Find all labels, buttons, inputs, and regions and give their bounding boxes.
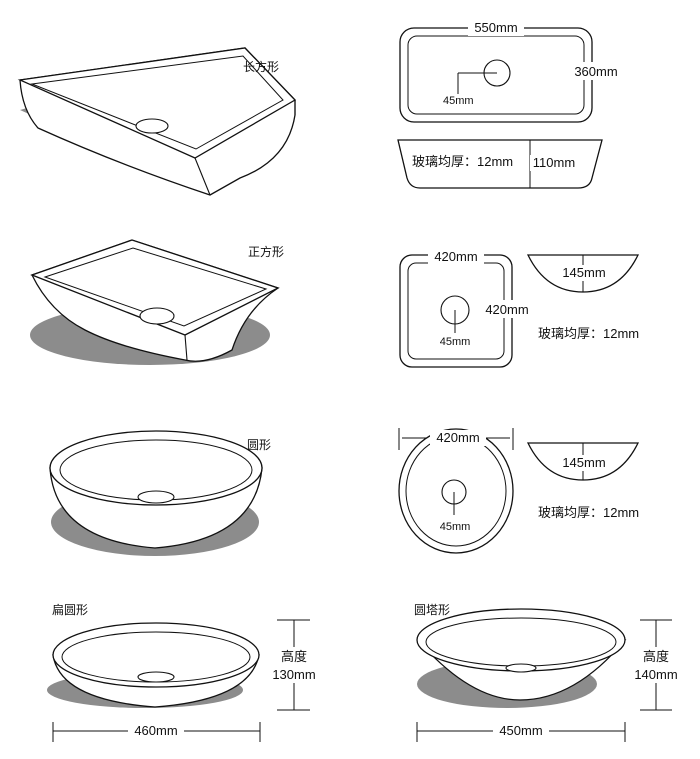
tower-round-sink-illustration (416, 608, 627, 708)
rectangle-drain: 45mm (443, 95, 474, 107)
tower-round-height-label: 高度 (643, 649, 669, 664)
label-tower-round: 圆塔形 (414, 603, 450, 617)
flat-round-height: 130mm (272, 667, 315, 682)
square-depth: 420mm (485, 302, 528, 317)
drain-hole (137, 671, 175, 683)
label-square: 正方形 (248, 244, 284, 259)
flat-round-sink-illustration (47, 622, 260, 708)
square-sink-illustration (30, 239, 280, 365)
tower-round-width: 450mm (499, 723, 542, 738)
rectangle-sink-illustration (17, 47, 297, 196)
rectangle-depth: 360mm (574, 64, 617, 79)
rectangle-top-view (399, 27, 593, 123)
rectangle-side-view (397, 139, 603, 189)
round-drain: 45mm (440, 521, 471, 533)
drain-hole (135, 118, 169, 134)
drain-hole (137, 490, 175, 504)
square-width: 420mm (434, 249, 477, 264)
label-flat-round: 扁圆形 (52, 603, 88, 617)
rectangle-thickness: 玻璃均厚：12mm (412, 154, 513, 169)
square-thickness: 玻璃均厚：12mm (538, 326, 639, 341)
round-diameter: 420mm (436, 430, 479, 445)
drain-hole (505, 663, 537, 673)
flat-round-height-label: 高度 (281, 649, 307, 664)
flat-round-width: 460mm (134, 723, 177, 738)
label-round: 圆形 (247, 438, 271, 452)
square-top-view (399, 254, 513, 368)
round-top-view (398, 428, 514, 554)
round-sink-illustration (49, 430, 263, 556)
round-thickness: 玻璃均厚：12mm (538, 505, 639, 520)
rectangle-height: 110mm (533, 155, 575, 170)
label-rectangle: 长方形 (243, 59, 279, 74)
square-drain: 45mm (440, 336, 471, 348)
rectangle-width: 550mm (474, 20, 517, 35)
drain-hole (139, 307, 175, 325)
round-height: 145mm (562, 455, 605, 470)
tower-round-height: 140mm (634, 667, 677, 682)
square-height: 145mm (562, 265, 605, 280)
